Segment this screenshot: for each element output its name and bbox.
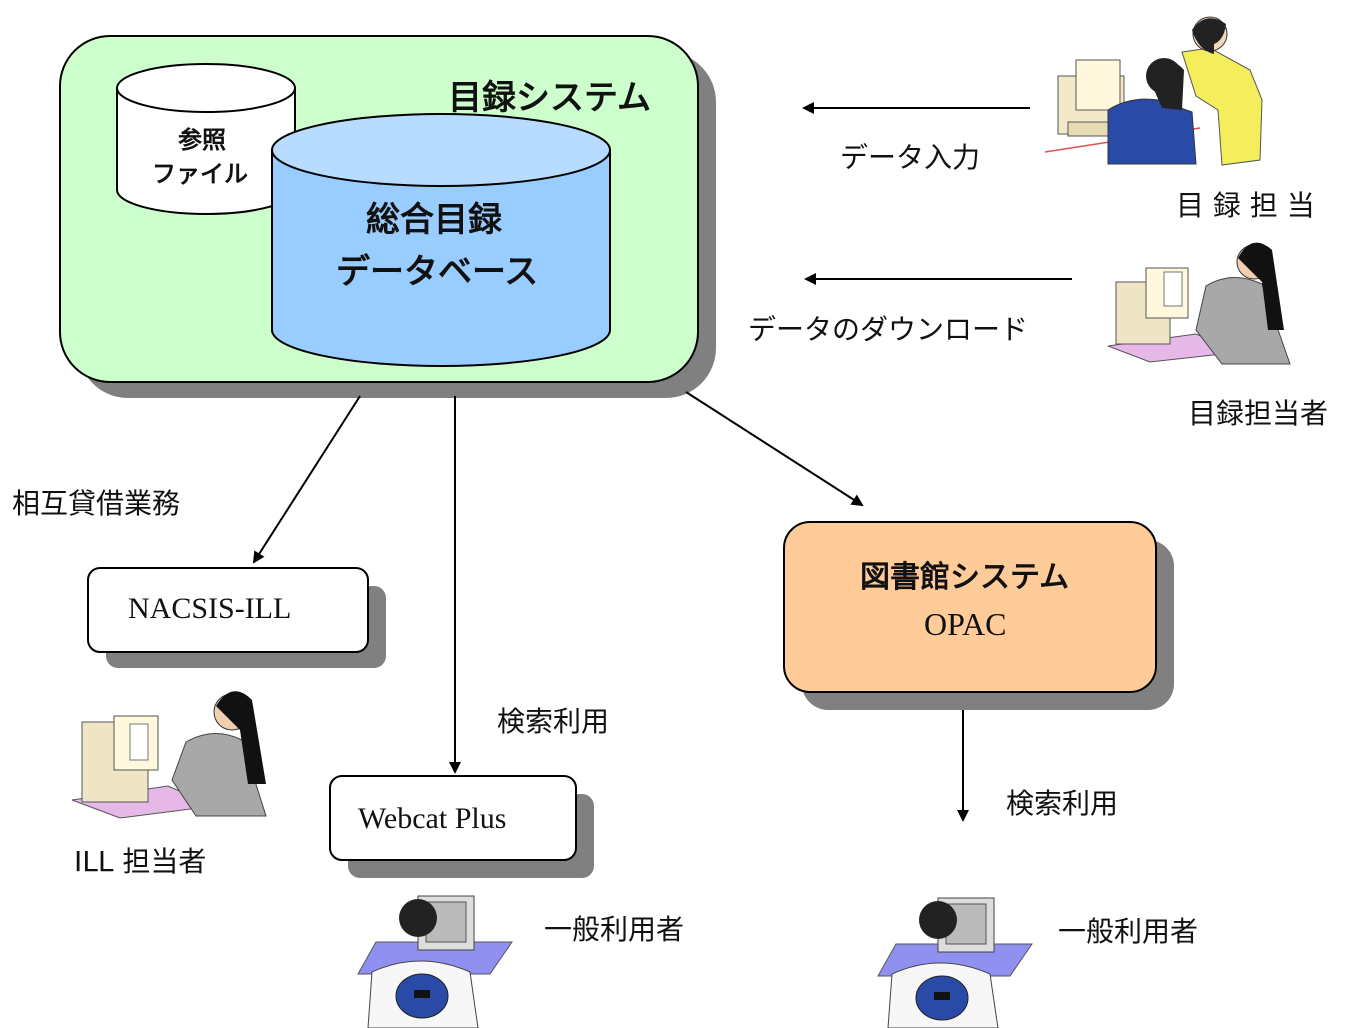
ill-staff-illustration bbox=[71, 691, 267, 819]
search-use-label: 検索利用 bbox=[497, 705, 610, 738]
nacsis-ill-label: NACSIS-ILL bbox=[128, 592, 292, 625]
reference-file-cylinder bbox=[116, 63, 296, 215]
ill-staff-label: ILL 担当者 bbox=[74, 845, 207, 878]
opac-label: OPAC bbox=[924, 606, 1007, 642]
cataloger-pair-illustration bbox=[1044, 16, 1263, 166]
catalog-system-title: 目録システム bbox=[448, 78, 651, 118]
cataloger-label: 目 録 担 当 bbox=[1176, 189, 1315, 222]
library-system-label: 図書館システム bbox=[860, 560, 1070, 595]
general-user-illustration bbox=[877, 897, 1033, 1028]
nacsis-ill-box bbox=[87, 567, 386, 668]
general-user-label: 一般利用者 bbox=[544, 913, 685, 946]
data-download-label: データのダウンロード bbox=[748, 313, 1029, 346]
arrow-to-nacsis-ill bbox=[252, 395, 361, 564]
union-catalog-database-cylinder bbox=[271, 113, 611, 367]
reference-file-label-line1: 参照 bbox=[178, 126, 226, 154]
ill-work-label: 相互貸借業務 bbox=[12, 487, 181, 520]
general-user-illustration bbox=[357, 895, 513, 1028]
union-catalog-db-label-line1: 総合目録 bbox=[366, 200, 502, 240]
general-user-label: 一般利用者 bbox=[1058, 915, 1199, 948]
library-system-box bbox=[783, 521, 1174, 710]
search-use-label: 検索利用 bbox=[1006, 787, 1119, 820]
webcat-plus-box bbox=[329, 775, 594, 878]
webcat-plus-label: Webcat Plus bbox=[358, 802, 507, 835]
arrow-to-library-system bbox=[685, 391, 864, 507]
reference-file-label-line2: ファイル bbox=[152, 160, 248, 188]
cataloger-illustration bbox=[1107, 242, 1291, 365]
cataloger-label: 目録担当者 bbox=[1188, 397, 1329, 430]
union-catalog-db-label-line2: データベース bbox=[336, 252, 539, 292]
data-input-label: データ入力 bbox=[840, 141, 981, 174]
